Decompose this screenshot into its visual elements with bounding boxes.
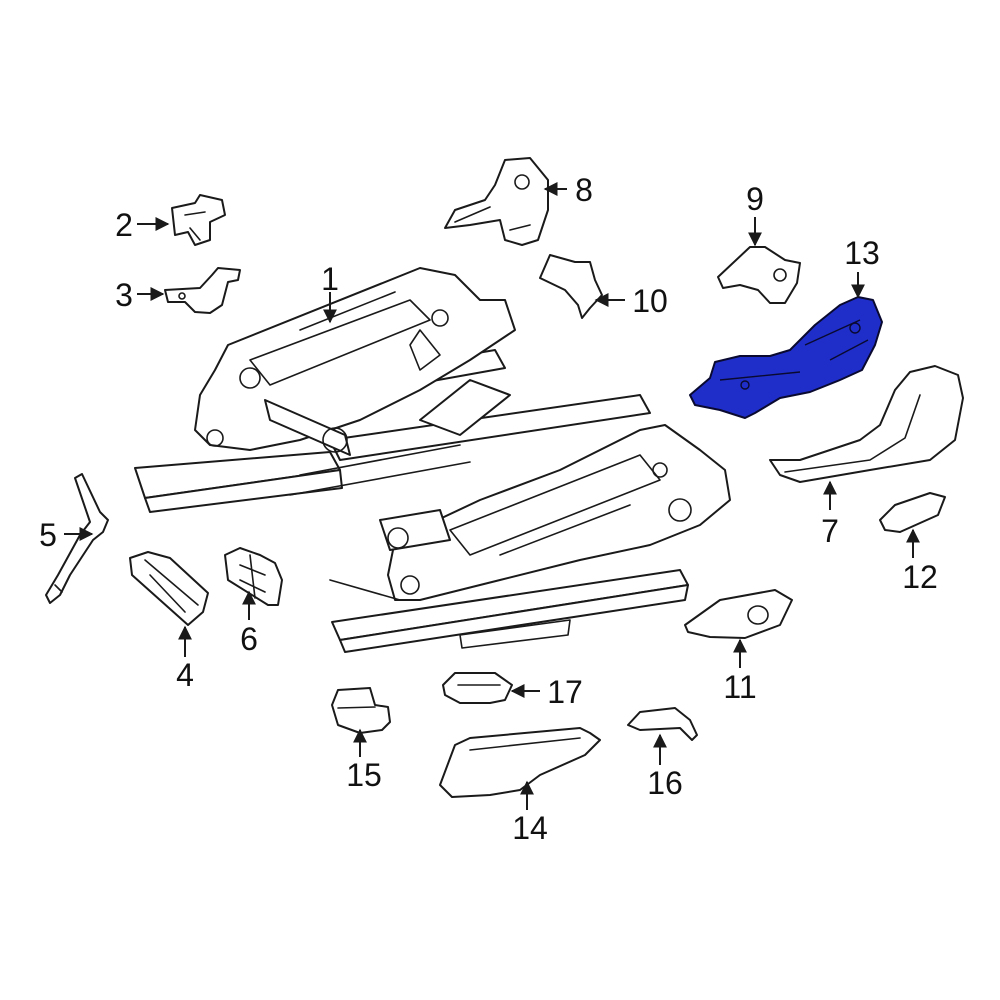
part-15-cap: [331, 687, 391, 734]
part-2-bracket: [171, 194, 226, 246]
callout-14: 14: [512, 810, 548, 846]
callout-13: 13: [844, 235, 880, 271]
part-13-recliner-bracket-highlighted: [689, 296, 883, 419]
callout-6: 6: [240, 621, 258, 657]
part-1-seat-frame: [134, 267, 731, 653]
part-10-bracket: [539, 254, 603, 319]
callout-3: 3: [115, 277, 133, 313]
callout-1: 1: [321, 261, 339, 297]
part-4-side-cover: [129, 551, 209, 626]
part-7-trim-panel: [769, 365, 964, 483]
callout-9: 9: [746, 181, 764, 217]
part-14-front-cover: [439, 727, 601, 798]
part-16-clip-cover: [627, 707, 698, 741]
callout-2: 2: [115, 207, 133, 243]
part-5-harness: [45, 473, 109, 604]
part-6-connector: [224, 547, 283, 606]
callout-11: 11: [723, 669, 756, 705]
callout-17: 17: [547, 674, 583, 710]
part-9-link: [717, 246, 801, 304]
part-12-trim-cap: [879, 492, 946, 533]
callout-15: 15: [346, 757, 382, 793]
callout-5: 5: [39, 517, 57, 553]
callout-10: 10: [632, 283, 668, 319]
callout-8: 8: [575, 172, 593, 208]
callout-12: 12: [902, 559, 938, 595]
part-17-cap: [442, 672, 513, 704]
callout-4: 4: [176, 657, 194, 693]
callout-16: 16: [647, 765, 683, 801]
part-3-clamp: [164, 267, 241, 314]
callout-7: 7: [821, 513, 839, 549]
leader-lines: [64, 182, 920, 810]
part-11-recliner-cover: [684, 589, 793, 639]
callout-labels: 1 2 3 4 5 6 7 8 9 10 11 12 13 14 15 16 1…: [39, 172, 938, 846]
part-8-hinge: [444, 157, 549, 246]
